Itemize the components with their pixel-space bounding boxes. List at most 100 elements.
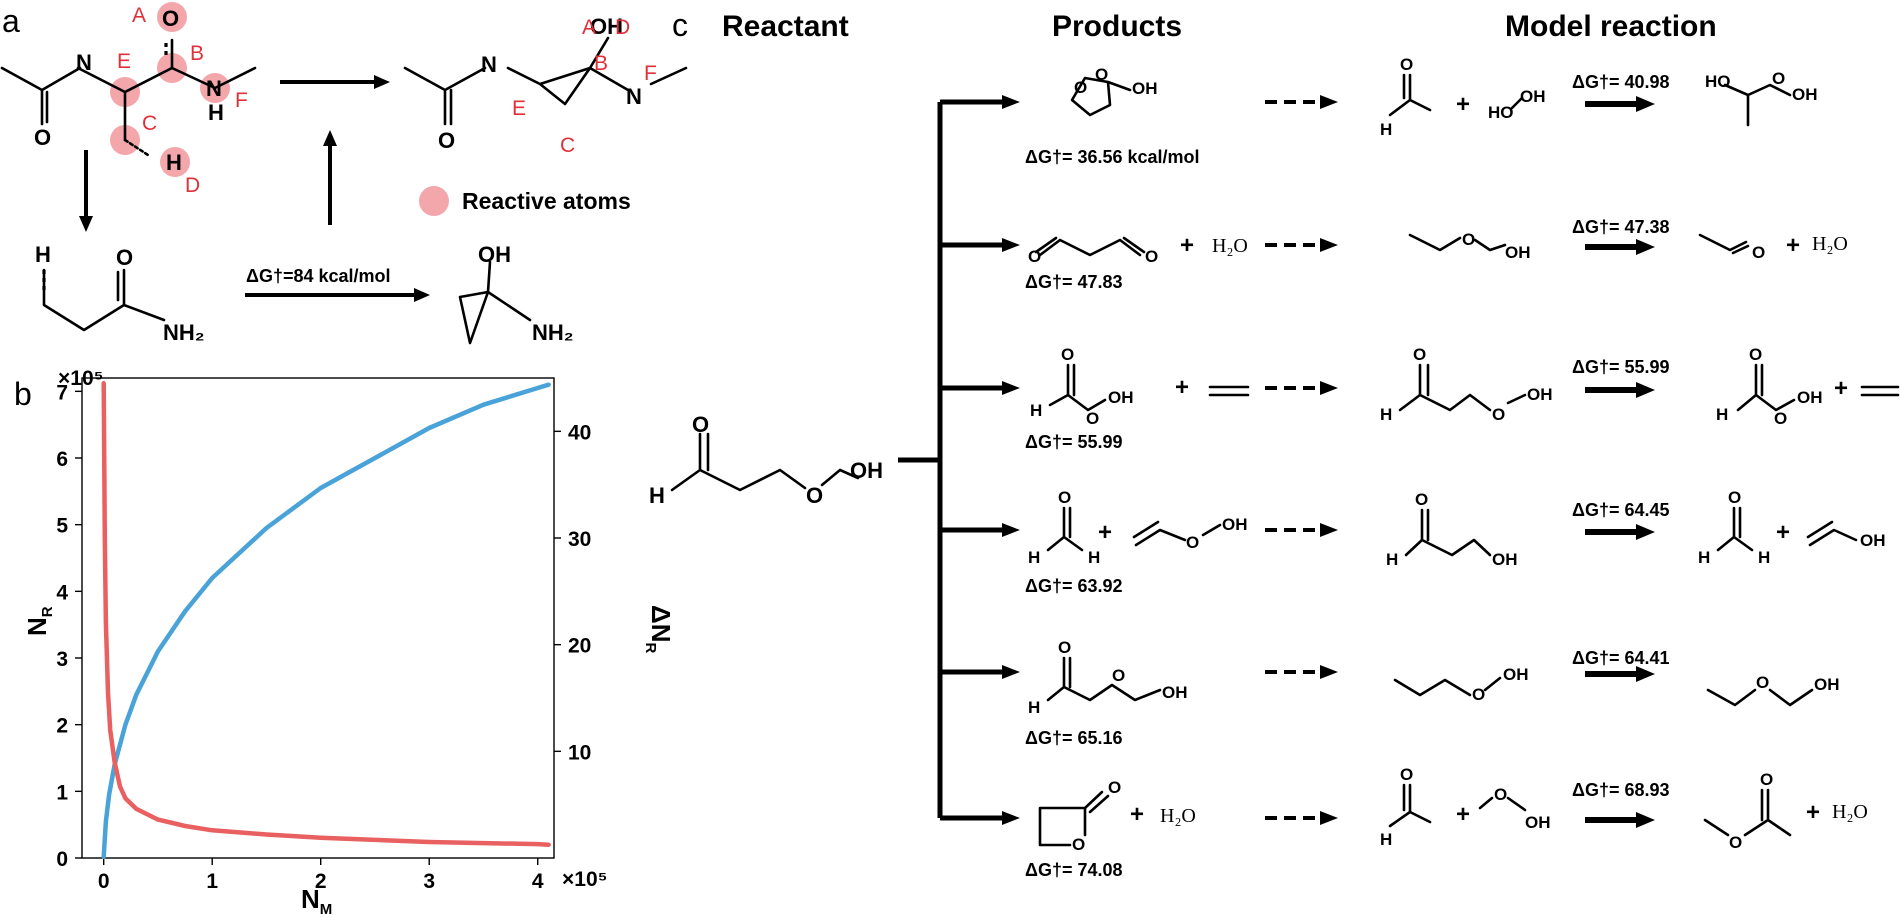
model-barrier-2: ΔG†= 47.38	[1572, 217, 1670, 237]
molecule-fragment-amide: H O NH₂	[35, 242, 205, 345]
svg-text:H: H	[1758, 548, 1770, 567]
svg-text:HO: HO	[1488, 103, 1514, 122]
reactant-h: H	[649, 483, 665, 508]
model-arrowhead-3	[1636, 382, 1655, 398]
panel-label-a: a	[2, 3, 20, 39]
branch-arrowhead-3	[1002, 381, 1020, 395]
reactant-o2: O	[806, 483, 823, 508]
y2-axis-label: ΔNR	[642, 605, 676, 653]
atom-label-b-2: B	[594, 52, 608, 75]
svg-text:+: +	[1456, 801, 1470, 828]
svg-text:OH: OH	[1222, 515, 1248, 534]
atom-label-a-2: A	[582, 16, 596, 39]
x-tick-label: 2	[315, 870, 327, 893]
atom-n-2: N	[481, 52, 497, 77]
svg-text:H: H	[1380, 120, 1392, 139]
product-barrier-5: ΔG†= 65.16	[1025, 728, 1123, 748]
header-products: Products	[1052, 10, 1182, 43]
svg-text:O: O	[1749, 345, 1762, 364]
svg-text:+: +	[1180, 232, 1194, 259]
svg-text:H₂O: H₂O	[1812, 233, 1848, 255]
svg-text:OH: OH	[1797, 388, 1823, 407]
svg-text:OH: OH	[1860, 531, 1886, 550]
svg-text:H: H	[1088, 548, 1100, 567]
svg-text:+: +	[1786, 232, 1800, 259]
model-barrier-1: ΔG†= 40.98	[1572, 72, 1670, 92]
model-barrier-5: ΔG†= 64.41	[1572, 648, 1670, 668]
svg-text:O: O	[1400, 765, 1413, 784]
model-barrier-4: ΔG†= 64.45	[1572, 500, 1670, 520]
svg-text:O: O	[1728, 488, 1741, 507]
svg-text:O: O	[1415, 490, 1428, 509]
svg-text:OH: OH	[1814, 675, 1840, 694]
atom-label-e-2: E	[512, 97, 526, 120]
product-barrier-2: ΔG†= 47.83	[1025, 272, 1123, 292]
atom-label-e: E	[117, 50, 131, 73]
y2-tick-label: 20	[568, 635, 591, 658]
svg-text:O: O	[1095, 65, 1108, 84]
atom-label-d-2: D	[615, 16, 630, 39]
dashed-arrowhead-2	[1320, 238, 1338, 252]
atom-nh2-4: NH₂	[532, 320, 574, 345]
x-tick-label: 0	[98, 870, 110, 893]
atom-n: N	[76, 50, 92, 75]
svg-text:H₂O: H₂O	[1832, 801, 1868, 823]
svg-text:O: O	[1729, 833, 1742, 852]
atom-label-f-2: F	[644, 62, 657, 85]
atom-o-a: O	[162, 6, 179, 31]
atom-label-a: A	[132, 4, 146, 27]
svg-text:OH: OH	[1162, 683, 1188, 702]
svg-text:O: O	[1058, 488, 1071, 507]
y-tick-label: 1	[56, 781, 68, 804]
barrier-84: ΔG†=84 kcal/mol	[246, 266, 391, 286]
row-3: O H O OH ΔG†= 55.99 + O H O OH ΔG†= 55.9…	[1025, 345, 1900, 452]
atom-o: O	[34, 125, 51, 150]
legend-reactive-atoms: Reactive atoms	[462, 188, 631, 214]
svg-text:OH: OH	[1527, 385, 1553, 404]
svg-text:H: H	[1028, 548, 1040, 567]
svg-text:+: +	[1456, 91, 1470, 118]
svg-text:O: O	[1112, 666, 1125, 685]
svg-text:OH: OH	[1503, 665, 1529, 684]
x-tick-label: 1	[206, 870, 218, 893]
svg-text:OH: OH	[1520, 87, 1546, 106]
svg-text:H: H	[1380, 830, 1392, 849]
svg-text:O: O	[1108, 778, 1121, 797]
reactive-atom-a	[157, 2, 187, 32]
dashed-arrowhead-4	[1320, 523, 1338, 537]
svg-text:O: O	[1028, 247, 1041, 266]
product-barrier-1: ΔG†= 36.56 kcal/mol	[1025, 147, 1200, 167]
x-tick-label: 4	[532, 870, 544, 893]
atom-n-f-2: N	[626, 84, 642, 109]
row-1: O O OH ΔG†= 36.56 kcal/mol O H + HO OH Δ…	[1025, 55, 1818, 167]
svg-text:O: O	[1074, 78, 1087, 97]
atom-n-f: N	[206, 76, 222, 101]
molecule-product-cyclopropane: O N OH N	[403, 14, 688, 153]
dashed-arrowhead-6	[1320, 811, 1338, 825]
x-tick-label: 3	[423, 870, 435, 893]
atom-label-d: D	[185, 174, 200, 197]
svg-text:O: O	[1072, 835, 1085, 854]
branch-arrowhead-2	[1002, 238, 1020, 252]
header-reactant: Reactant	[722, 10, 849, 43]
product-barrier-3: ΔG†= 55.99	[1025, 432, 1123, 452]
svg-text:HO: HO	[1705, 72, 1731, 91]
branch-arrowhead-6	[1002, 811, 1020, 825]
svg-text:H₂O: H₂O	[1212, 235, 1248, 257]
y-tick-label: 3	[56, 648, 68, 671]
row-2: O O + H₂O ΔG†= 47.83 O OH ΔG†= 47.38 O +…	[1025, 217, 1848, 292]
branch-arrowhead-1	[1002, 95, 1020, 109]
panel-label-b: b	[14, 376, 32, 412]
svg-text:OH: OH	[1505, 243, 1531, 262]
svg-text:H: H	[1698, 548, 1710, 567]
svg-text:H: H	[1380, 405, 1392, 424]
y-tick-label: 6	[56, 448, 68, 471]
model-barrier-3: ΔG†= 55.99	[1572, 357, 1670, 377]
molecule-aminocyclopropanol: OH NH₂	[458, 242, 574, 345]
model-arrowhead-6	[1636, 812, 1655, 828]
reactant-o: O	[692, 412, 709, 437]
svg-text:O: O	[1752, 243, 1765, 262]
reactant-oh: OH	[850, 458, 883, 483]
svg-text:+: +	[1098, 519, 1112, 546]
